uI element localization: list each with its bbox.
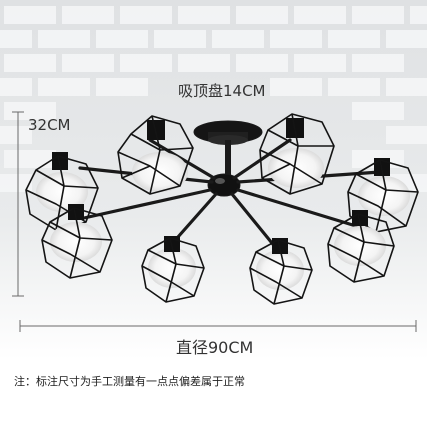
measurement-note: 注：标注尺寸为手工测量有一点点偏差属于正常	[14, 375, 245, 388]
down-rod	[225, 140, 231, 176]
cage-shade	[141, 236, 205, 303]
chandelier-body	[78, 120, 382, 250]
height-label: 32CM	[28, 116, 71, 134]
cage-shades	[25, 113, 419, 305]
cage-shade	[25, 152, 99, 231]
cage-shade	[259, 113, 335, 195]
canopy-size-label: 吸顶盘14CM	[178, 82, 266, 100]
chandelier-photo	[0, 0, 427, 360]
brick-pattern	[0, 6, 427, 192]
cage-shade	[249, 238, 313, 305]
cage-shade	[41, 204, 113, 279]
diameter-label: 直径90CM	[176, 338, 254, 357]
cage-shade	[117, 115, 194, 195]
height-dimension	[12, 111, 24, 297]
diameter-dimension	[19, 320, 417, 332]
cage-shade	[327, 210, 395, 283]
cage-shade	[347, 158, 419, 233]
